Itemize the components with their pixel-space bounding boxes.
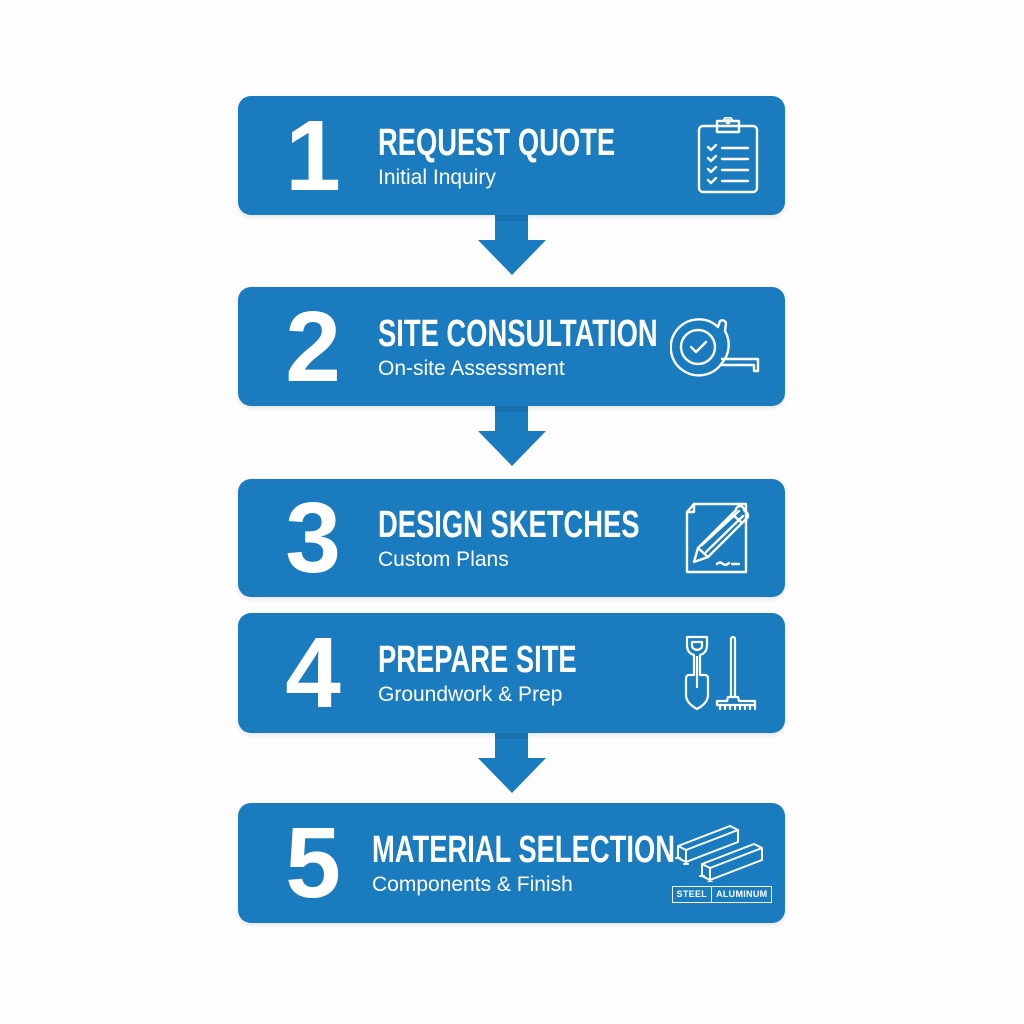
metal-beams-icon: STEEL ALUMINUM — [662, 803, 782, 923]
step-subtitle: Groundwork & Prep — [378, 683, 563, 706]
steel-label: STEEL — [673, 886, 713, 902]
step-text: SITE CONSULTATION On-site Assessment — [378, 287, 766, 406]
arrow-down-icon — [478, 215, 546, 276]
aluminum-label: ALUMINUM — [716, 888, 768, 899]
step-subtitle: Custom Plans — [378, 548, 509, 571]
arrow-down-icon — [478, 733, 546, 794]
step-title: DESIGN SKETCHES — [378, 504, 640, 546]
step-subtitle: On-site Assessment — [378, 356, 565, 380]
step-text: MATERIAL SELECTION Components & Finish — [372, 803, 793, 923]
step-text: DESIGN SKETCHES Custom Plans — [378, 479, 741, 597]
step-4-prepare-site: 4 PREPARE SITE Groundwork & Prep — [238, 613, 785, 733]
step-title: MATERIAL SELECTION — [372, 829, 675, 871]
step-title: PREPARE SITE — [378, 639, 577, 681]
step-subtitle: Components & Finish — [372, 873, 573, 896]
step-number: 4 — [285, 617, 341, 729]
step-text: PREPARE SITE Groundwork & Prep — [378, 613, 654, 733]
step-number: 5 — [285, 807, 341, 919]
tape-measure-icon — [666, 287, 766, 406]
step-2-site-consultation: 2 SITE CONSULTATION On-site Assessment — [238, 287, 785, 406]
arrow-down-icon — [478, 406, 546, 467]
step-5-material-selection: 5 MATERIAL SELECTION Components & Finish… — [238, 803, 785, 923]
step-title: SITE CONSULTATION — [378, 312, 658, 355]
clipboard-checklist-icon — [693, 96, 763, 215]
step-text: REQUEST QUOTE Initial Inquiry — [378, 96, 707, 215]
pencil-document-icon — [678, 479, 758, 597]
step-number: 1 — [285, 99, 341, 212]
step-1-request-quote: 1 REQUEST QUOTE Initial Inquiry — [238, 96, 785, 215]
step-3-design-sketches: 3 DESIGN SKETCHES Custom Plans — [238, 479, 785, 597]
step-title: REQUEST QUOTE — [378, 121, 616, 164]
material-labels: STEEL ALUMINUM — [671, 885, 773, 903]
step-number: 3 — [285, 482, 341, 594]
shovel-rake-icon — [676, 613, 766, 733]
step-number: 2 — [285, 290, 341, 403]
step-subtitle: Initial Inquiry — [378, 165, 496, 189]
